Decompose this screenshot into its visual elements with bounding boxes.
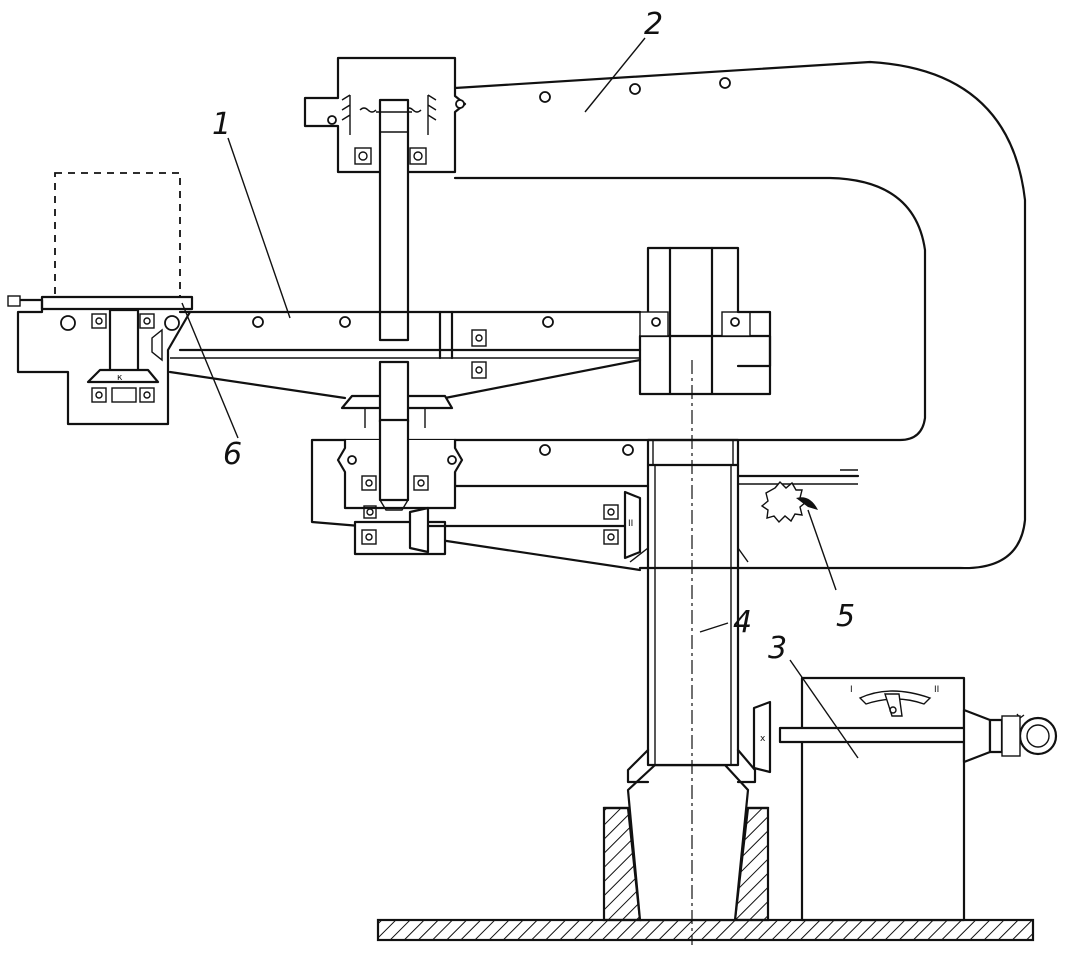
rack-gear bbox=[736, 469, 860, 524]
lever-mark-i: I bbox=[850, 685, 853, 695]
drive-cabinet: I II х bbox=[752, 676, 1058, 922]
bevel-gear-upper bbox=[340, 360, 454, 428]
frame-hole bbox=[629, 83, 641, 95]
vertical-shaft-upper bbox=[376, 98, 412, 342]
frame-hole bbox=[622, 444, 634, 456]
c-frame bbox=[453, 60, 1027, 570]
horizontal-boom bbox=[170, 310, 772, 379]
gear-mark-x: х bbox=[760, 734, 766, 744]
callout-5: 5 bbox=[836, 599, 855, 634]
callout-1: 1 bbox=[212, 107, 231, 142]
callout-2: 2 bbox=[644, 7, 663, 42]
frame-hole bbox=[539, 444, 551, 456]
column bbox=[626, 438, 757, 922]
tie-rods bbox=[168, 358, 642, 572]
column-bevel-gear: II bbox=[603, 490, 749, 563]
gear-mark-ii: II bbox=[628, 519, 633, 529]
callout-4: 4 bbox=[733, 605, 752, 640]
callout-6: 6 bbox=[223, 437, 242, 472]
floor-slab bbox=[376, 918, 1035, 942]
frame-hole bbox=[719, 77, 731, 89]
workpiece-outline bbox=[54, 172, 181, 298]
gripper-assembly: к bbox=[7, 172, 194, 426]
gear-mark-k: к bbox=[117, 373, 123, 383]
lower-housing bbox=[310, 418, 650, 556]
lever-mark-ii: II bbox=[934, 685, 939, 695]
leader-lines bbox=[181, 37, 859, 759]
frame-hole bbox=[539, 91, 551, 103]
carriage bbox=[638, 246, 772, 396]
callout-3: 3 bbox=[768, 631, 787, 666]
